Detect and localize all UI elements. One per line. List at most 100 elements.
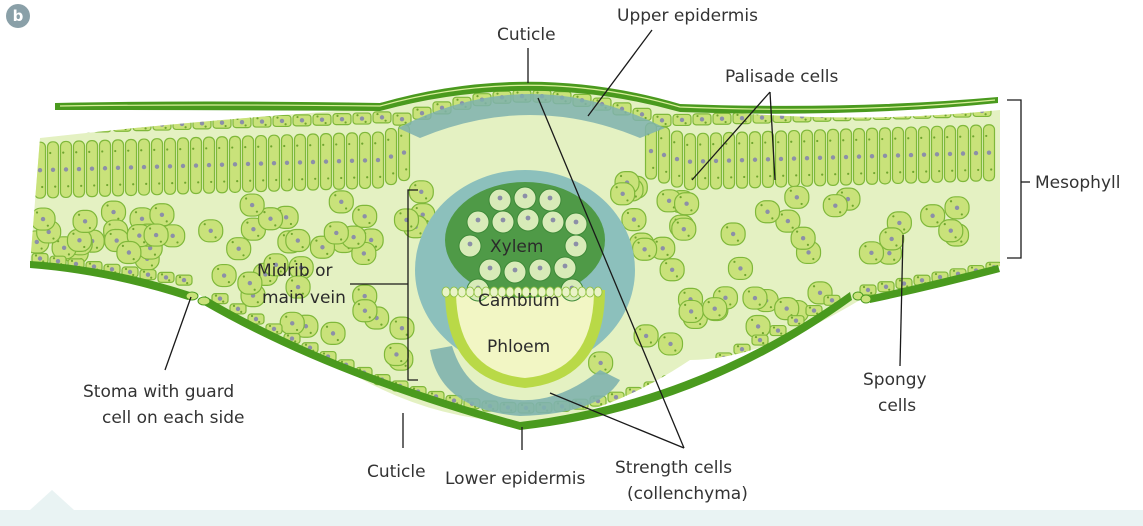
cambium-cell	[441, 286, 451, 298]
plant-cell	[72, 209, 98, 233]
plant-cell	[237, 271, 263, 295]
xylem-vessel	[491, 210, 515, 234]
plant-cell	[610, 182, 636, 206]
plant-cell	[408, 180, 434, 204]
spongy-label-line2: cells	[878, 396, 916, 416]
plant-cell	[697, 360, 715, 372]
plant-cell	[661, 375, 679, 387]
plant-cell	[761, 130, 775, 188]
xylem-vessel	[478, 258, 502, 282]
plant-cell	[211, 293, 229, 305]
plant-cell	[139, 269, 157, 281]
xylem-vessel	[538, 188, 562, 212]
plant-cell	[956, 124, 970, 183]
collenchyma-lower	[430, 346, 620, 416]
cambium-cells	[441, 286, 603, 298]
plant-cell	[858, 241, 885, 265]
plant-cell	[671, 217, 697, 241]
plant-cell	[397, 123, 411, 182]
plant-cell	[930, 125, 944, 183]
plant-cell	[631, 237, 658, 261]
plant-cell	[683, 133, 697, 191]
cambium-cell	[449, 286, 459, 298]
plant-cell	[800, 129, 814, 187]
plant-cell	[320, 321, 346, 345]
plant-cell	[904, 126, 918, 184]
strength-cells-label-line2: (collenchyma)	[627, 484, 748, 504]
plant-cell	[891, 126, 905, 185]
plant-cell	[751, 334, 769, 346]
plant-cell	[152, 118, 172, 131]
plant-cell	[232, 116, 252, 129]
plant-cell	[163, 137, 177, 195]
plant-cell	[674, 192, 700, 216]
xylem-vessel	[516, 208, 540, 232]
collenchyma-region	[398, 94, 665, 416]
plant-cell	[745, 314, 771, 339]
xylem-vessel	[541, 210, 565, 234]
guard-cell	[197, 296, 211, 306]
xylem-vessel	[466, 210, 490, 234]
lower-epidermis-label: Lower epidermis	[445, 469, 586, 489]
xylem-label: Xylem	[490, 237, 543, 257]
plant-cell	[784, 185, 810, 209]
lower-cuticle-right	[868, 265, 1000, 303]
plant-cell	[702, 297, 728, 321]
plant-cell	[775, 209, 801, 233]
plant-cell	[254, 134, 268, 193]
plant-cell	[748, 131, 762, 189]
plant-cell	[293, 133, 307, 191]
plant-cell	[384, 127, 398, 186]
plant-cell	[285, 275, 311, 299]
plant-cell	[383, 342, 410, 367]
plant-cell	[652, 113, 672, 127]
lower-cuticle-mid	[202, 292, 852, 430]
plant-cell	[944, 196, 970, 220]
plant-cell	[306, 133, 320, 191]
collenchyma-upper	[398, 94, 665, 138]
plant-cell	[202, 136, 216, 194]
strength-leader-lower	[549, 392, 685, 449]
plant-cell	[98, 139, 112, 197]
plant-cell	[149, 203, 175, 227]
plant-cell	[659, 258, 685, 282]
cambium-cell	[569, 286, 579, 298]
xylem-vessel	[528, 258, 552, 282]
cambium-cell	[593, 286, 603, 298]
phloem-tissue	[456, 294, 594, 378]
plant-cell	[672, 113, 692, 127]
plant-cell	[972, 104, 992, 118]
cambium-cell	[561, 286, 571, 298]
plant-cell	[895, 277, 913, 290]
stoma-leader	[164, 296, 192, 371]
strength-leader-upper	[537, 97, 685, 449]
plant-cell	[774, 297, 800, 321]
plant-cell	[345, 132, 359, 190]
plant-cell	[969, 124, 983, 182]
plant-cell	[938, 219, 964, 243]
plant-cell	[52, 121, 72, 134]
plant-cell	[358, 131, 372, 190]
xylem-vessel	[458, 234, 482, 258]
plant-cell	[352, 204, 378, 228]
midrib-label-line2: main vein	[262, 288, 346, 308]
plant-cell	[774, 130, 788, 188]
plant-cell	[323, 221, 349, 245]
stoma-label-line2: cell on each side	[102, 408, 244, 428]
plant-cell	[279, 311, 305, 335]
cuticle-bottom-label: Cuticle	[367, 462, 426, 482]
plant-cell	[372, 111, 392, 124]
cambium-cell	[457, 286, 467, 298]
plant-cell	[176, 137, 190, 195]
plant-cell	[272, 114, 292, 128]
plant-cell	[241, 135, 255, 193]
plant-cell	[212, 116, 232, 129]
plant-cell	[787, 129, 801, 188]
plant-cell	[31, 252, 49, 265]
plant-cell	[952, 105, 972, 118]
plant-cell	[229, 303, 247, 315]
caption-band	[0, 510, 1143, 526]
plant-cell	[332, 113, 352, 126]
plant-cell	[920, 204, 946, 228]
